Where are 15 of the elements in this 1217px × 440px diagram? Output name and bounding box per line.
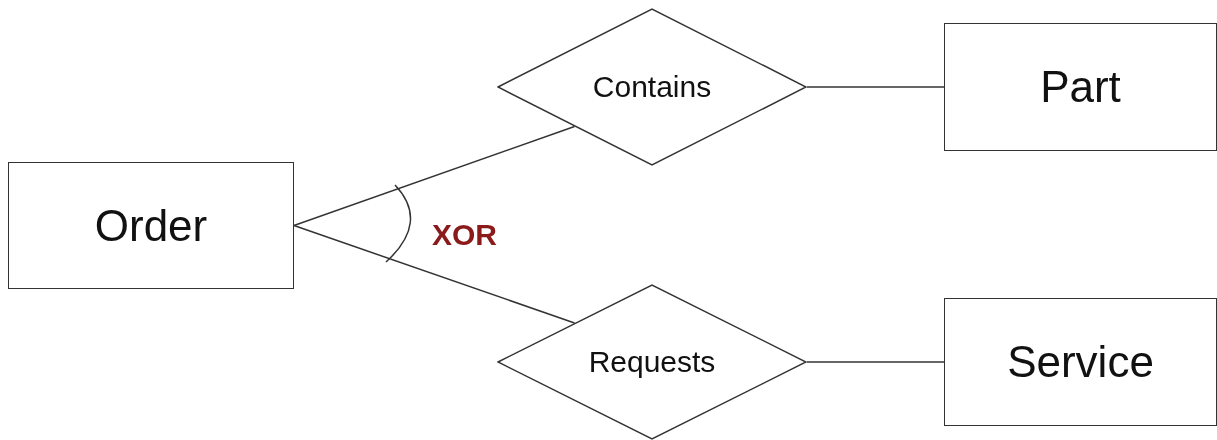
node-label: Requests [588, 345, 716, 379]
node-label: Order [94, 200, 208, 251]
connector-line [293, 125, 576, 227]
node-label: Part [1040, 62, 1121, 112]
entity-box [944, 298, 1217, 426]
relationship-diamond [497, 284, 807, 440]
entity-box [8, 162, 294, 289]
node-label: Contains [592, 70, 712, 104]
constraint-label: XOR [432, 218, 497, 252]
connector-line [806, 86, 945, 88]
connector-line [806, 361, 945, 363]
relationship-diamond [497, 8, 807, 166]
connector-line [293, 224, 576, 324]
entity-box [944, 23, 1217, 151]
node-label: Service [1007, 337, 1154, 387]
